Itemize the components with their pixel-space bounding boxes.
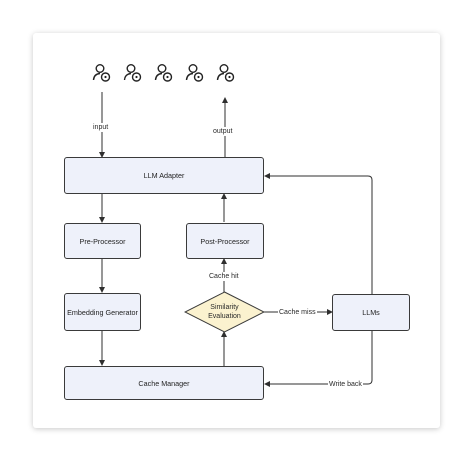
input-label: input xyxy=(92,123,110,132)
user-icon xyxy=(123,64,142,82)
similarity-label-line2: Evaluation xyxy=(208,312,241,320)
cache-hit-label: Cache hit xyxy=(208,272,240,281)
similarity-label-line1: Similarity xyxy=(210,304,239,311)
cache-manager-label: Cache Manager xyxy=(138,378,190,388)
similarity-evaluation-text: Similarity Evaluation xyxy=(196,304,253,321)
post-processor-label: Post-Processor xyxy=(200,236,250,246)
pre-processor-label: Pre-Processor xyxy=(79,236,126,246)
pre-processor-node[interactable]: Pre-Processor xyxy=(64,223,141,259)
user-icon xyxy=(216,64,235,82)
edge-llms-adapter xyxy=(264,173,373,294)
embedding-generator-node[interactable]: Embedding Generator xyxy=(64,293,141,331)
edge-write-back xyxy=(264,330,373,387)
output-label: output xyxy=(212,127,234,136)
cache-miss-label: Cache miss xyxy=(278,308,317,317)
cache-manager-node[interactable]: Cache Manager xyxy=(64,366,264,400)
embedding-generator-label: Embedding Generator xyxy=(67,307,138,317)
user-icon xyxy=(92,64,111,82)
llms-node[interactable]: LLMs xyxy=(332,294,410,331)
post-processor-node[interactable]: Post-Processor xyxy=(186,223,264,259)
user-icon xyxy=(185,64,204,82)
llm-adapter-node[interactable]: LLM Adapter xyxy=(64,157,264,194)
write-back-label: Write back xyxy=(328,380,363,389)
similarity-evaluation-node[interactable] xyxy=(184,291,265,333)
llm-adapter-label: LLM Adapter xyxy=(143,171,185,180)
user-icon xyxy=(154,64,173,82)
llms-label: LLMs xyxy=(362,308,380,317)
